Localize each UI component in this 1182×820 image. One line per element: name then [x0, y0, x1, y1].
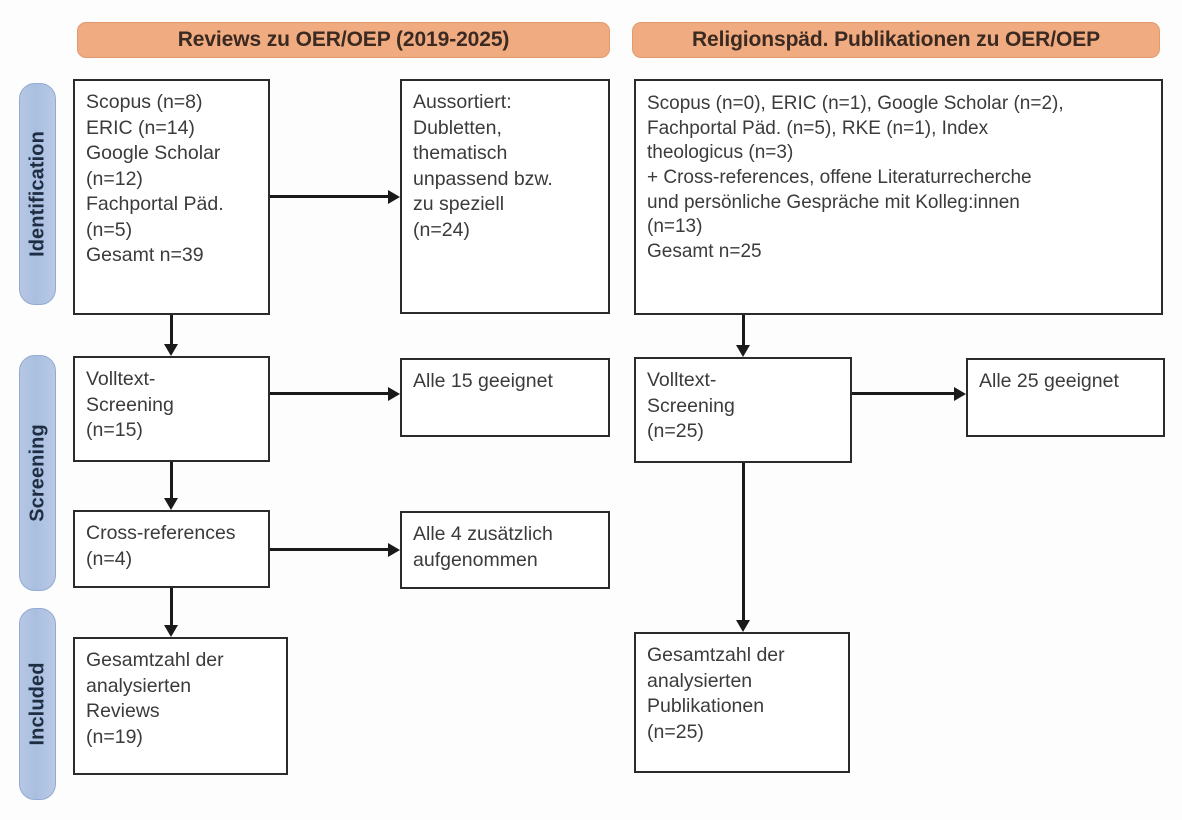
arrowhead-left-screening-to-crossref — [164, 498, 178, 510]
connector-left-ident-to-excluded — [270, 195, 388, 198]
connector-left-ident-to-screening — [170, 315, 173, 344]
arrowhead-left-crossref-to-result — [388, 543, 400, 557]
connector-right-screening-to-result — [852, 392, 954, 395]
arrowhead-left-ident-to-screening — [164, 344, 178, 356]
stage-label-identification: Identification — [26, 131, 48, 257]
box-left-identification-sources: Scopus (n=8) ERIC (n=14) Google Scholar … — [73, 79, 270, 315]
box-left-fulltext-result: Alle 15 geeignet — [400, 358, 610, 437]
connector-right-ident-to-screening — [742, 315, 745, 345]
column-header-right: Religionspäd. Publikationen zu OER/OEP — [632, 22, 1160, 58]
arrowhead-left-crossref-to-included — [164, 625, 178, 637]
column-header-left: Reviews zu OER/OEP (2019-2025) — [77, 22, 610, 58]
arrowhead-left-screening-to-result — [388, 387, 400, 401]
stage-pill-included: Included — [19, 608, 56, 800]
stage-label-screening: Screening — [26, 424, 48, 522]
stage-pill-screening: Screening — [19, 355, 56, 591]
box-right-identification-sources: Scopus (n=0), ERIC (n=1), Google Scholar… — [634, 79, 1163, 315]
box-left-cross-references: Cross-references (n=4) — [73, 510, 270, 588]
connector-right-screening-to-included — [742, 463, 745, 620]
box-right-included-total: Gesamtzahl der analysierten Publikatione… — [634, 632, 850, 773]
stage-label-included: Included — [26, 662, 48, 746]
arrowhead-right-screening-to-included — [736, 620, 750, 632]
box-left-excluded: Aussortiert: Dubletten, thematisch unpas… — [400, 79, 610, 314]
arrowhead-right-screening-to-result — [954, 387, 966, 401]
box-left-fulltext-screening: Volltext- Screening (n=15) — [73, 356, 270, 462]
stage-pill-identification: Identification — [19, 83, 56, 305]
box-right-fulltext-screening: Volltext- Screening (n=25) — [634, 357, 852, 463]
connector-left-screening-to-result — [270, 392, 388, 395]
arrowhead-left-ident-to-excluded — [388, 190, 400, 204]
connector-left-crossref-to-result — [270, 548, 388, 551]
arrowhead-right-ident-to-screening — [736, 345, 750, 357]
connector-left-crossref-to-included — [170, 588, 173, 625]
box-right-fulltext-result: Alle 25 geeignet — [966, 358, 1165, 437]
box-left-included-total: Gesamtzahl der analysierten Reviews (n=1… — [73, 637, 288, 775]
box-left-cross-references-result: Alle 4 zusätzlich aufgenommen — [400, 511, 610, 589]
connector-left-screening-to-crossref — [170, 462, 173, 498]
